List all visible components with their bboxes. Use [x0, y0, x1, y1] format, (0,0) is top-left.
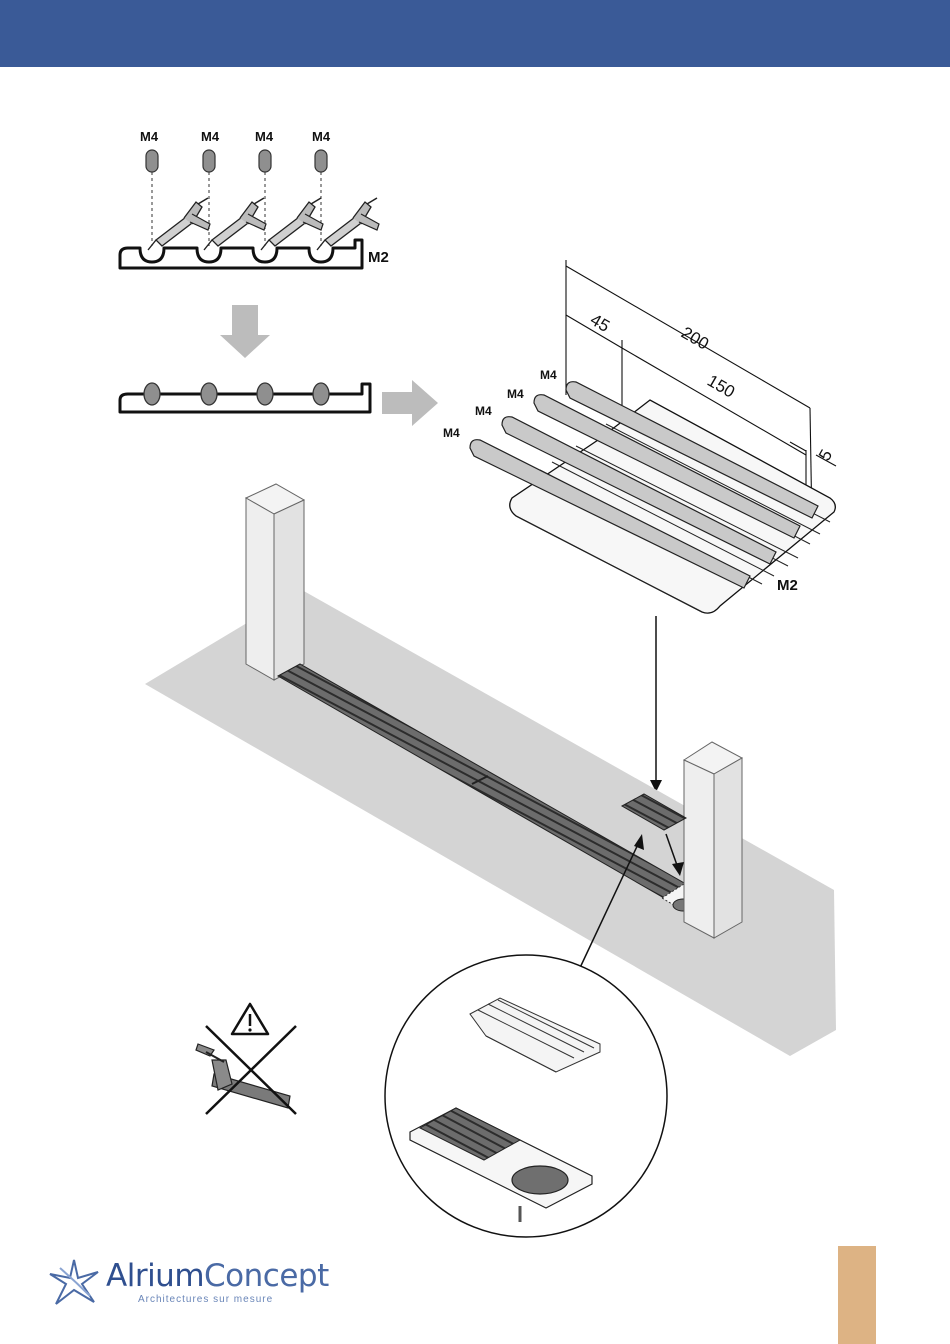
m4-label-4: M4: [312, 129, 331, 144]
top-profile-with-sealant: M4 M4 M4 M4 M2: [120, 129, 389, 268]
left-pillar: [246, 484, 304, 680]
warning-triangle-icon: [232, 1004, 268, 1034]
m4-label-iso-2: M4: [475, 404, 492, 418]
brand-logo: AlriumConcept Architectures sur mesure: [46, 1256, 316, 1308]
brand-wordmark: AlriumConcept: [106, 1258, 329, 1294]
m2-label-iso: M2: [777, 577, 798, 594]
sealant-gun-icon: [148, 198, 379, 250]
dimension-5: 5: [815, 446, 836, 464]
m4-label-3: M4: [255, 129, 274, 144]
zoom-detail: [385, 955, 667, 1237]
m2-label-top: M2: [368, 249, 389, 266]
sealant-gun-icon-crossed: [196, 1044, 290, 1108]
star-icon: [46, 1256, 102, 1308]
brand-tagline: Architectures sur mesure: [138, 1294, 273, 1305]
dimension-200: 200: [678, 323, 712, 354]
isometric-profile-detail: 200 45 150 5 M4 M4 M4 M4 M2: [443, 260, 836, 613]
right-arrow: [382, 380, 438, 426]
dimension-150: 150: [704, 371, 738, 402]
m4-label-iso-1: M4: [443, 426, 460, 440]
page-tab: [838, 1246, 876, 1344]
m4-label-2: M4: [201, 129, 220, 144]
no-sealant-warning: [196, 1004, 296, 1114]
down-arrow: [220, 305, 270, 358]
dimension-45: 45: [587, 310, 613, 336]
m4-label-iso-3: M4: [507, 387, 524, 401]
m4-label-iso-4: M4: [540, 368, 557, 382]
profile-with-plugs: [120, 383, 370, 412]
m4-labels-top: M4 M4 M4 M4: [140, 129, 331, 144]
m4-plug-icons: [146, 150, 327, 172]
m2-profile-section-top: [120, 240, 362, 268]
m4-label-1: M4: [140, 129, 159, 144]
right-pillar: [684, 742, 742, 938]
